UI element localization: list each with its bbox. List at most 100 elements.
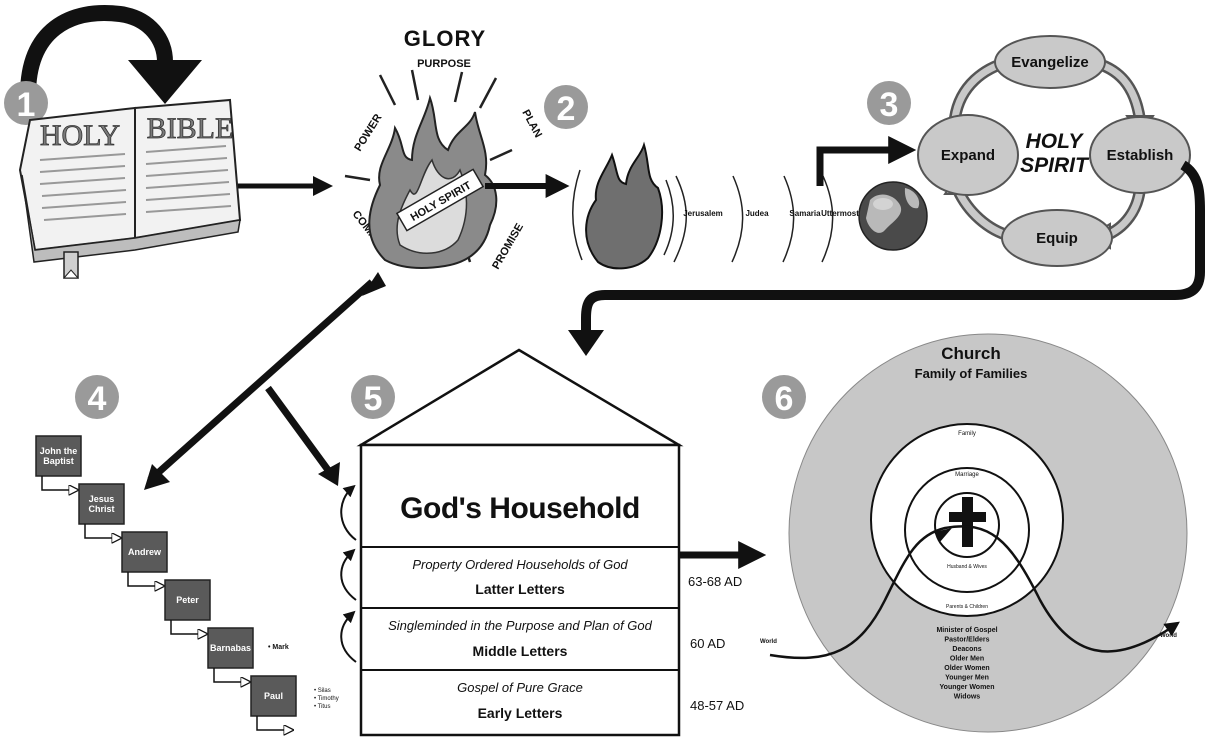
step-1: 1 HOLY BIBLE <box>4 5 242 279</box>
floor-subtitle: Singleminded in the Purpose and Plan of … <box>388 618 653 633</box>
chain-label: Paul <box>264 691 283 701</box>
step-4: 4 <box>75 375 119 419</box>
chain-step: Andrew <box>121 531 168 586</box>
church-title: Church <box>941 344 1001 363</box>
church-role: Pastor/Elders <box>944 637 989 644</box>
church-role: Widows <box>954 694 980 701</box>
witness-ripples <box>572 169 834 263</box>
step-3: 3 Evangelize Establish Equip Expand HOLY… <box>867 35 1191 267</box>
house-roof <box>356 348 684 447</box>
chain-box <box>121 531 168 573</box>
step-2: 2 Jerusalem Judea Samaria Uttermost <box>544 85 928 270</box>
step-number: 6 <box>775 380 794 418</box>
bible-title-left: HOLY <box>40 119 120 152</box>
chain-arrow <box>41 476 77 490</box>
glory-label: GLORY <box>404 26 486 51</box>
cross-icon <box>949 497 986 547</box>
chain-label: Andrew <box>128 547 162 557</box>
family-label: Family <box>958 431 976 437</box>
barnabas-note: • Mark <box>268 644 289 651</box>
house-title: God's Household <box>400 492 640 525</box>
floor-title: Latter Letters <box>475 581 565 597</box>
church-role: Younger Men <box>945 675 989 682</box>
church-subtitle: Family of Families <box>915 366 1028 381</box>
chain-label: Barnabas <box>210 643 251 653</box>
cycle-label-evangelize: Evangelize <box>1011 54 1089 71</box>
marriage-label: Marriage <box>955 472 979 478</box>
chain-arrow <box>170 620 206 634</box>
bible-icon <box>18 98 242 279</box>
promise-label: PROMISE <box>490 222 526 272</box>
small-flame-icon <box>585 141 664 270</box>
step-number: 4 <box>88 380 107 418</box>
world-right-label: World <box>1160 633 1177 639</box>
cycle-node-expand <box>917 114 1019 196</box>
chain-box <box>250 675 297 717</box>
chain-box <box>164 579 211 621</box>
world-curve <box>769 525 1180 660</box>
curved-arrow-into-bible <box>20 5 173 96</box>
chain-box <box>35 435 82 477</box>
step-number-disc <box>867 81 911 125</box>
chain-label: Peter <box>176 595 199 605</box>
cycle-label-expand: Expand <box>941 147 995 164</box>
mentoring-chain: John theBaptistJesusChristAndrewPeterBar… <box>35 435 297 730</box>
floor-date: 48-57 AD <box>690 698 744 713</box>
church-role: Deacons <box>952 646 981 653</box>
floor-title: Middle Letters <box>473 643 568 659</box>
chain-arrow <box>84 524 120 538</box>
paul-note: • Titus <box>314 704 330 710</box>
chain-box <box>207 627 254 669</box>
house-body <box>359 443 681 737</box>
cycle-node-equip <box>1001 209 1113 267</box>
cycle-label-equip: Equip <box>1036 230 1078 247</box>
cycle-center-line2: SPIRIT <box>1020 154 1090 177</box>
cycle-center-line1: HOLY <box>1026 130 1085 153</box>
church-role: Minister of Gospel <box>936 627 997 634</box>
step-number-disc <box>544 85 588 129</box>
power-label: POWER <box>352 112 384 154</box>
growth-arrows <box>340 484 357 663</box>
floor-subtitle: Property Ordered Households of God <box>412 557 628 572</box>
step-number: 5 <box>364 380 383 418</box>
cycle-node-evangelize <box>994 35 1106 89</box>
parents-children-label: Parents & Children <box>946 604 988 610</box>
husband-wives-label: Husband & Wives <box>947 564 987 570</box>
chain-label: Christ <box>88 504 114 514</box>
cycle-node-establish <box>1089 116 1191 194</box>
step-number: 3 <box>880 86 899 124</box>
chain-label: Baptist <box>43 456 74 466</box>
curved-arrow-head <box>128 60 202 104</box>
chain-arrow <box>127 572 163 586</box>
step-number: 1 <box>17 86 36 124</box>
paul-note: • Silas <box>314 688 331 694</box>
chain-arrow <box>213 668 249 682</box>
witness-place: Samaria <box>789 209 821 218</box>
bible-title-right: BIBLE <box>147 112 234 145</box>
chain-box <box>78 483 125 525</box>
globe-icon <box>858 181 928 251</box>
floor-date: 63-68 AD <box>688 574 742 589</box>
step-number-disc <box>4 81 48 125</box>
purpose-label: PURPOSE <box>417 58 471 70</box>
chain-arrow <box>256 716 292 730</box>
arrow-cycle-to-house-head <box>568 330 604 356</box>
plan-label: PLAN <box>519 108 544 140</box>
witness-place: Jerusalem <box>683 209 723 218</box>
arrow-cycle-to-house <box>581 160 1205 334</box>
world-left-label: World <box>760 639 777 645</box>
cycle-label-establish: Establish <box>1107 147 1174 164</box>
chain-step: Peter <box>164 579 211 634</box>
witness-place: Judea <box>745 209 769 218</box>
step-number-disc <box>75 375 119 419</box>
church-role: Older Women <box>944 665 989 672</box>
floor-subtitle: Gospel of Pure Grace <box>457 680 583 695</box>
chain-step: Barnabas <box>207 627 254 682</box>
step-6: 6 Church Family of Families Family Marri… <box>760 333 1188 733</box>
chain-label: Jesus <box>89 494 115 504</box>
arrow-globe-to-cycle <box>816 136 917 186</box>
step-5: 5 God's Household Property Ordered House… <box>340 348 744 737</box>
